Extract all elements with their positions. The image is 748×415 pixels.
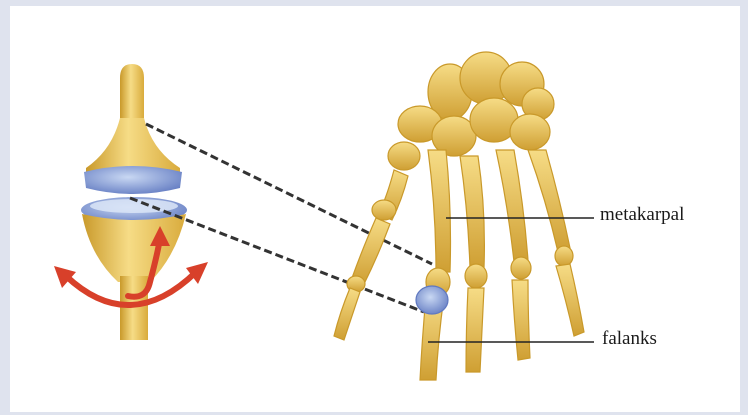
metacarpal-label: metakarpal [600, 204, 684, 226]
hand-skeleton-icon [334, 52, 584, 380]
phalanx-label: falanks [602, 328, 657, 350]
thumb-bones [334, 170, 408, 340]
metacarpal-bones [426, 150, 573, 296]
highlighted-joint-surface [416, 286, 448, 314]
lower-bone-head [82, 214, 186, 282]
metacarpal-index [428, 150, 451, 272]
upper-cartilage-surface [84, 166, 182, 194]
